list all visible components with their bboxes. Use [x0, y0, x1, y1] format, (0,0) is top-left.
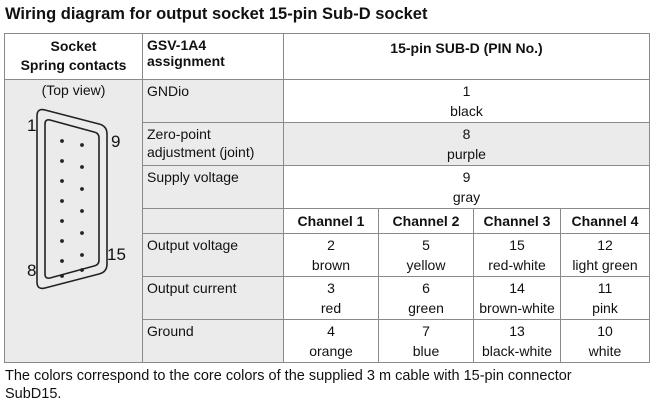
- pin: 15: [509, 237, 525, 253]
- channel-2-header: Channel 2: [378, 208, 474, 234]
- pin-15-label: 15: [107, 245, 126, 264]
- page-title: Wiring diagram for output socket 15-pin …: [5, 5, 428, 23]
- cell-voltage-ch4: 12 light green: [559, 233, 651, 277]
- color: black-white: [481, 343, 553, 359]
- color: light green: [572, 257, 638, 273]
- row-zero-point: Zero-point adjustment (joint) 8 purple: [5, 122, 651, 166]
- row-gndio: (Top view) 1 9 8 15: [4, 79, 651, 363]
- header-socket: Socket Spring contacts: [4, 33, 143, 80]
- header-row: Socket Spring contacts GSV-1A4 assignmen…: [4, 33, 651, 80]
- channel-1-header: Channel 1: [283, 208, 379, 234]
- row-supply-voltage: Supply voltage 9 gray: [5, 165, 651, 209]
- color-zero-point: purple: [447, 146, 486, 162]
- wiring-table: Socket Spring contacts GSV-1A4 assignmen…: [4, 33, 651, 363]
- label-gndio: GNDio: [142, 79, 284, 123]
- pin-9-label: 9: [111, 132, 121, 151]
- label-output-voltage: Output voltage: [142, 233, 284, 277]
- color: red-white: [488, 257, 546, 273]
- row-ground: Ground 4 orange 7 blue 13 black-white 10 whi…: [5, 319, 651, 363]
- color: green: [408, 300, 444, 316]
- header-socket-line2: Spring contacts: [20, 57, 127, 73]
- color: blue: [412, 343, 440, 359]
- color-supply-voltage: gray: [452, 189, 481, 205]
- footnote-line1: The colors correspond to the core colors…: [5, 368, 572, 384]
- color-gndio: black: [450, 103, 483, 119]
- color: brown: [311, 257, 351, 273]
- value-supply-voltage: 9 gray: [282, 165, 651, 209]
- cell-ground-ch3: 13 black-white: [473, 319, 561, 363]
- label-gndio-text: GNDio: [147, 83, 190, 99]
- color: orange: [309, 343, 353, 359]
- channel-header-blank: [142, 208, 284, 234]
- header-gsv-line1: GSV-1A4: [147, 37, 207, 53]
- label-zero-point-line1: Zero-point: [147, 126, 211, 142]
- cell-voltage-ch2: 5 yellow: [378, 233, 474, 277]
- pin-8-label: 8: [27, 261, 37, 280]
- pin-1-label: 1: [27, 116, 37, 135]
- footnote: The colors correspond to the core colors…: [5, 367, 645, 403]
- color: red: [320, 300, 342, 316]
- pin: 10: [597, 323, 613, 339]
- label-output-current: Output current: [142, 276, 284, 320]
- channel-4-header: Channel 4: [559, 208, 651, 234]
- cell-current-ch1: 3 red: [283, 276, 379, 320]
- connector-cell: (Top view) 1 9 8 15: [4, 79, 143, 363]
- pin: 12: [597, 237, 613, 253]
- value-gndio: 1 black: [282, 79, 651, 123]
- header-socket-line1: Socket: [50, 38, 97, 54]
- cell-ground-ch4: 10 white: [559, 319, 651, 363]
- cell-current-ch4: 11 pink: [559, 276, 651, 320]
- label-supply-voltage-text: Supply voltage: [147, 169, 239, 185]
- pin: 13: [509, 323, 525, 339]
- header-gsv: GSV-1A4 assignment: [142, 33, 284, 80]
- label-zero-point-line2: adjustment (joint): [147, 144, 255, 160]
- pin: 7: [422, 323, 430, 339]
- pin: 4: [327, 323, 335, 339]
- pin-supply-voltage: 9: [462, 169, 471, 185]
- color: white: [588, 343, 622, 359]
- color: yellow: [406, 257, 446, 273]
- header-pin: 15-pin SUB-D (PIN No.): [282, 33, 651, 80]
- pin: 14: [509, 280, 525, 296]
- label-ground: Ground: [142, 319, 284, 363]
- pin: 6: [422, 280, 430, 296]
- pin: 2: [327, 237, 335, 253]
- pin-gndio: 1: [462, 83, 471, 99]
- cell-current-ch3: 14 brown-white: [473, 276, 561, 320]
- top-view-label: (Top view): [41, 82, 106, 98]
- channel-3-header: Channel 3: [473, 208, 561, 234]
- color: brown-white: [479, 300, 555, 316]
- cell-voltage-ch3: 15 red-white: [473, 233, 561, 277]
- value-zero-point: 8 purple: [282, 122, 651, 166]
- cell-ground-ch2: 7 blue: [378, 319, 474, 363]
- header-gsv-line2: assignment: [147, 53, 225, 69]
- color: pink: [592, 300, 618, 316]
- row-output-voltage: Output voltage 2 brown 5 yellow 15 red-whit…: [5, 233, 651, 277]
- label-supply-voltage: Supply voltage: [142, 165, 284, 209]
- pin: 11: [597, 280, 613, 296]
- pin-zero-point: 8: [462, 126, 471, 142]
- label-zero-point: Zero-point adjustment (joint): [142, 122, 284, 166]
- subd-connector-icon: [36, 108, 108, 290]
- pin: 5: [422, 237, 430, 253]
- row-output-current: Output current 3 red 6 green 14 brown-white…: [5, 276, 651, 320]
- cell-ground-ch1: 4 orange: [283, 319, 379, 363]
- channel-header-row: Channel 1 Channel 2 Channel 3 Channel 4: [5, 208, 651, 234]
- cell-voltage-ch1: 2 brown: [283, 233, 379, 277]
- cell-current-ch2: 6 green: [378, 276, 474, 320]
- footnote-line2: SubD15.: [5, 386, 62, 402]
- pin: 3: [327, 280, 335, 296]
